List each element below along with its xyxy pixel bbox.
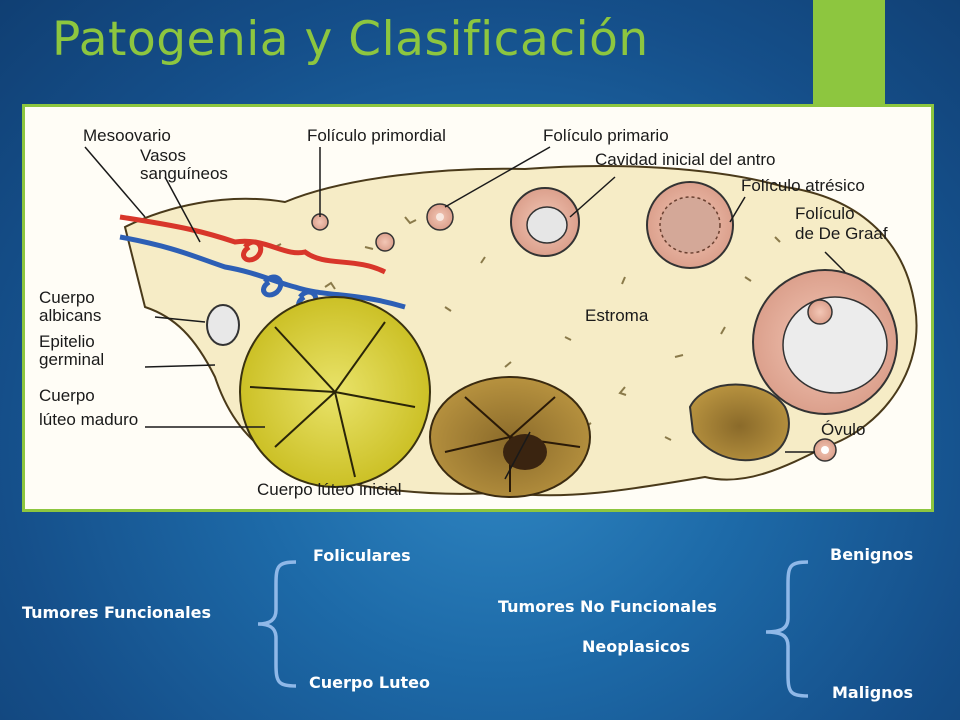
leader-lines <box>84 146 846 480</box>
ovary-diagram: Mesoovario Vasos sanguíneos Cuerpo albic… <box>22 104 934 512</box>
accent-bar <box>813 0 885 104</box>
label-cuerpo-luteo-2: lúteo maduro <box>39 410 138 429</box>
label-foliculo-primario: Folículo primario <box>543 126 669 145</box>
label-cavidad-antro: Cavidad inicial del antro <box>595 150 776 169</box>
label-cuerpo-luteo-inicial: Cuerpo lúteo inicial <box>257 480 402 499</box>
malignos-label: Malignos <box>832 683 914 702</box>
label-mesoovario: Mesoovario <box>83 126 171 145</box>
brace-no-funcionales <box>765 560 809 698</box>
label-graaf-2: de De Graaf <box>795 224 888 243</box>
label-graaf-1: Folículo <box>795 204 855 223</box>
brace-funcionales <box>257 560 297 688</box>
label-epitelio-2: germinal <box>39 350 104 369</box>
tumores-funcionales-label: Tumores Funcionales <box>22 603 211 622</box>
blood-vessels <box>119 214 406 313</box>
primordial-follicle-2 <box>375 232 395 252</box>
corpus-albicans <box>206 304 240 346</box>
label-ovulo: Óvulo <box>821 420 865 439</box>
label-foliculo-atresico: Folículo atrésico <box>741 176 865 195</box>
label-epitelio-1: Epitelio <box>39 332 95 351</box>
label-vasos-1: Vasos <box>140 146 186 165</box>
neoplasicos-label: Neoplasicos <box>582 637 690 656</box>
benignos-label: Benignos <box>830 545 914 564</box>
label-cuerpo-albicans-2: albicans <box>39 306 101 325</box>
ruptured-follicle <box>688 383 790 462</box>
slide-title: Patogenia y Clasificación <box>52 12 649 67</box>
label-foliculo-primordial: Folículo primordial <box>307 126 446 145</box>
foliculares-label: Foliculares <box>313 546 411 565</box>
cuerpo-luteo-label: Cuerpo Luteo <box>309 673 430 692</box>
ovary-illustration: Mesoovario Vasos sanguíneos Cuerpo albic… <box>39 126 918 499</box>
label-vasos-2: sanguíneos <box>140 164 228 183</box>
label-cuerpo-luteo-1: Cuerpo <box>39 386 95 405</box>
label-estroma: Estroma <box>585 306 649 325</box>
label-cuerpo-albicans-1: Cuerpo <box>39 288 95 307</box>
tumores-no-funcionales-label: Tumores No Funcionales <box>498 597 717 616</box>
